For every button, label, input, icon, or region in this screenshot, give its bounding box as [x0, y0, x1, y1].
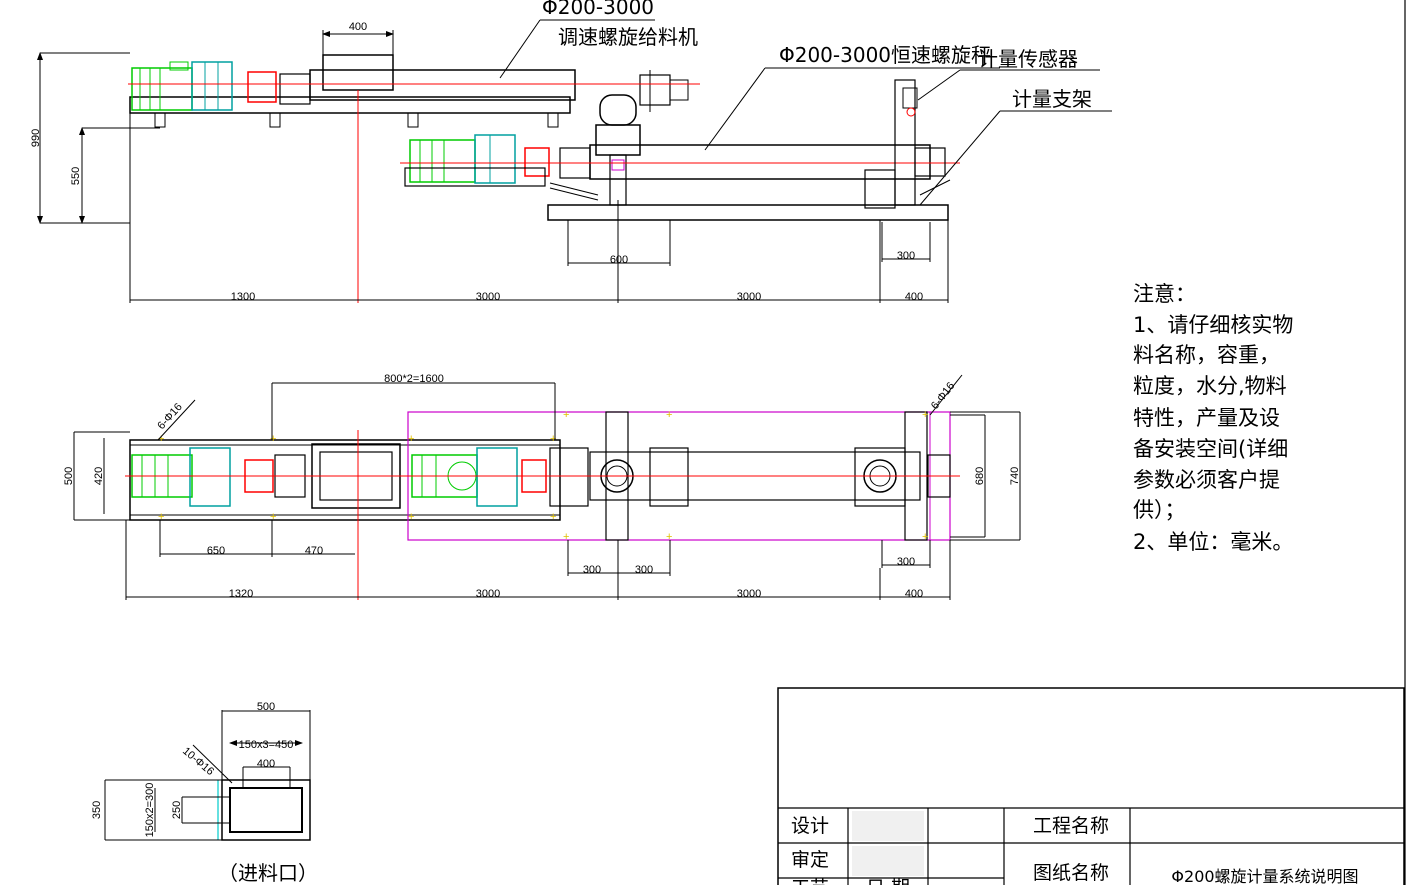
dim-3000-a: 3000 [476, 291, 500, 303]
dim-300-a: 300 [583, 564, 601, 576]
svg-text:+: + [563, 409, 569, 421]
title-block: 设计 审定 工艺 日 期 工程名称 图纸名称 Φ200螺旋计量系统说明图 [777, 687, 1405, 885]
drawing-name: Φ200螺旋计量系统说明图 [1171, 867, 1358, 885]
dim-400: 400 [905, 291, 923, 303]
svg-text:+: + [408, 511, 414, 523]
svg-text:+: + [666, 409, 672, 421]
notes-block: 注意： 1、请仔细核实物 料名称，容重， 粒度，水分,物料 特性，产量及设 备安… [1133, 282, 1293, 554]
inlet-dim-400: 400 [257, 758, 275, 770]
inlet-dim-350: 350 [91, 801, 103, 819]
dim-1600: 800*2=1600 [384, 373, 444, 385]
feeder-motor-icon [131, 61, 193, 111]
dim-400-plan: 400 [905, 588, 923, 600]
process-label: 工艺 [791, 877, 829, 885]
note-line-1: 1、请仔细核实物 [1133, 313, 1293, 337]
dim-3000-b: 3000 [737, 291, 761, 303]
note-line-6: 参数必须客户提 [1133, 468, 1280, 492]
inlet-dim-300: 150x2=300 [144, 783, 156, 838]
review-label: 审定 [791, 849, 829, 871]
inlet-dim-450: 150x3=450 [239, 739, 294, 751]
dim-470: 470 [305, 545, 323, 557]
inlet-detail: 500 150x3=450 400 10-Φ16 350 150x2=300 2… [91, 701, 318, 885]
dim-500: 500 [63, 467, 75, 485]
holes-right-label: 6-Φ16 [929, 380, 957, 412]
svg-text:+: + [922, 531, 928, 543]
dim-650: 650 [207, 545, 225, 557]
dim-3000-d: 3000 [737, 588, 761, 600]
date-label: 日 期 [866, 877, 910, 885]
feeder-spec-label: Φ200-3000 [542, 0, 654, 19]
note-line-8: 2、单位：毫米。 [1133, 530, 1293, 554]
svg-text:+: + [922, 409, 928, 421]
scale-motor-icon [409, 139, 476, 183]
feeder-hopper [322, 54, 394, 91]
inlet-dim-250: 250 [171, 801, 183, 819]
sensor-bracket [894, 79, 916, 206]
svg-text:+: + [408, 433, 414, 445]
dim-1320: 1320 [229, 588, 253, 600]
svg-text:+: + [270, 511, 276, 523]
bracket-name-label: 计量支架 [1012, 87, 1092, 111]
svg-text:+: + [550, 511, 556, 523]
svg-text:+: + [158, 511, 164, 523]
scale-coupling-icon [524, 147, 550, 177]
svg-text:+: + [550, 433, 556, 445]
dim-420: 420 [93, 467, 105, 485]
dim-680: 680 [974, 467, 986, 485]
dim-990: 990 [30, 129, 42, 147]
note-line-2: 料名称，容重， [1133, 343, 1280, 367]
design-label: 设计 [791, 815, 829, 837]
dim-1300: 1300 [231, 291, 255, 303]
elevation-view: 400 [30, 0, 1112, 303]
dim-3000-c: 3000 [476, 588, 500, 600]
feeder-coupling-icon [247, 71, 277, 103]
sensor-name-label: 计量传感器 [978, 47, 1078, 71]
feeder-name-label: 调速螺旋给料机 [558, 25, 698, 49]
drawing-label: 图纸名称 [1033, 862, 1109, 884]
svg-text:+: + [666, 531, 672, 543]
dim-hopper-400: 400 [349, 21, 367, 33]
note-line-5: 备安装空间(详细 [1133, 437, 1288, 461]
svg-text:+: + [270, 433, 276, 445]
project-label: 工程名称 [1033, 815, 1109, 837]
dim-550: 550 [70, 167, 82, 185]
note-line-4: 特性，产量及设 [1133, 406, 1280, 430]
feeder-gearbox-icon [191, 61, 233, 111]
dim-300-c: 300 [897, 556, 915, 568]
inlet-dim-500: 500 [257, 701, 275, 713]
scale-name-label: Φ200-3000恒速螺旋秤 [779, 43, 991, 67]
svg-text:+: + [158, 433, 164, 445]
note-line-3: 粒度，水分,物料 [1133, 374, 1287, 398]
note-line-7: 供）； [1133, 498, 1186, 522]
svg-text:+: + [563, 531, 569, 543]
plan-view: ++++ ++++ +++ +++ 800*2=1600 6-Φ16 6-Φ16… [63, 373, 1021, 600]
dim-300-b: 300 [635, 564, 653, 576]
dim-300-side: 300 [897, 250, 915, 262]
notes-title: 注意： [1133, 282, 1196, 306]
scale-gearbox-icon [474, 134, 516, 184]
bolt-markers: + + + + + + + + + + + + + + [158, 409, 928, 543]
inlet-caption: （进料口） [218, 861, 318, 885]
dim-740: 740 [1009, 467, 1021, 485]
dim-600: 600 [610, 254, 628, 266]
drop-chute [595, 94, 641, 206]
